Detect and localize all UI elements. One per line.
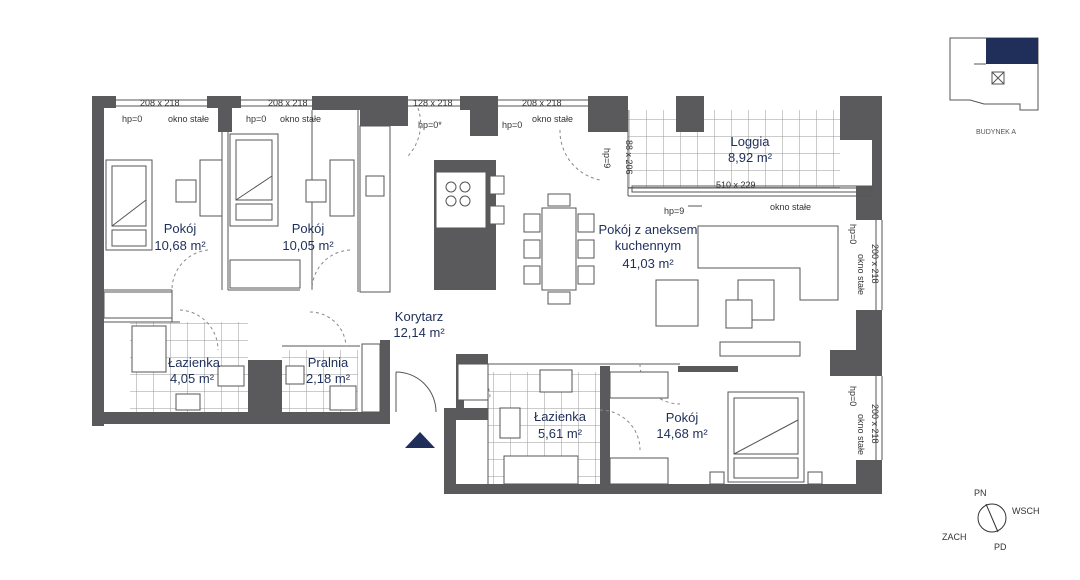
window2-note: okno stałe — [280, 114, 321, 124]
room-pokoj3-name: Pokój — [666, 410, 699, 425]
room-korytarz-name: Korytarz — [395, 309, 443, 324]
bathroom2-fixtures — [457, 363, 579, 485]
loggia-door-hp: hp=9 — [602, 148, 612, 168]
doors — [171, 107, 681, 451]
room-lazienka2-area: 5,61 m² — [538, 426, 583, 441]
window4-hp: hp=0 — [502, 120, 522, 130]
compass: PN WSCH PD ZACH — [942, 488, 1040, 552]
compass-south: PD — [994, 542, 1007, 552]
room-loggia-area: 8,92 m² — [728, 150, 773, 165]
loggia-window — [631, 185, 873, 193]
window5-size: 200 x 218 — [870, 244, 880, 284]
entrance-arrow-icon — [405, 432, 435, 448]
room-pokoj3-area: 14,68 m² — [656, 426, 708, 441]
compass-west: ZACH — [942, 532, 967, 542]
room-lazienka2-name: Łazienka — [534, 409, 587, 424]
room-pokoj1-area: 10,68 m² — [154, 238, 206, 253]
apartment-location-marker — [986, 38, 1038, 64]
building-legend: BUDYNEK A — [949, 37, 1039, 136]
room-korytarz-area: 12,14 m² — [393, 325, 445, 340]
loggia-floor — [628, 110, 840, 188]
building-label: BUDYNEK A — [976, 129, 1016, 136]
room-lazienka1-name: Łazienka — [168, 355, 221, 370]
loggia-door-size: 88 x 206 — [624, 140, 634, 175]
window6-hp: hp=0 — [848, 386, 858, 406]
window6-note: okno stałe — [856, 414, 866, 455]
window5-hp: hp=0 — [848, 224, 858, 244]
top-windows — [116, 99, 883, 460]
lounge — [655, 225, 839, 357]
room-pralnia-area: 2,18 m² — [306, 371, 351, 386]
window1-size: 208 x 218 — [140, 98, 180, 108]
dining-table — [523, 193, 595, 305]
window4-note: okno stałe — [532, 114, 573, 124]
room-salon-name-2: kuchennym — [615, 238, 681, 253]
room-pokoj2-area: 10,05 m² — [282, 238, 334, 253]
room-salon-area: 41,03 m² — [622, 256, 674, 271]
room-loggia-name: Loggia — [730, 134, 770, 149]
window2-hp: hp=0 — [246, 114, 266, 124]
room-salon-name-1: Pokój z aneksem — [599, 222, 698, 237]
bathroom1-fixtures — [131, 325, 245, 411]
loggia-window-hp: hp=9 — [664, 206, 684, 216]
window1-note: okno stałe — [168, 114, 209, 124]
laundry-fixtures — [285, 343, 381, 413]
window2-size: 208 x 218 — [268, 98, 308, 108]
compass-north: PN — [974, 488, 987, 498]
window6-size: 200 x 218 — [870, 404, 880, 444]
window1-hp: hp=0 — [122, 114, 142, 124]
window5-note: okno stałe — [856, 254, 866, 295]
window3-hp: hp=0* — [418, 120, 442, 130]
compass-east: WSCH — [1012, 506, 1040, 516]
room-pokoj2-name: Pokój — [292, 221, 325, 236]
room-lazienka1-area: 4,05 m² — [170, 371, 215, 386]
room-pralnia-name: Pralnia — [308, 355, 349, 370]
furniture-room1 — [103, 159, 223, 319]
loggia-window-size: 510 x 229 — [716, 180, 756, 190]
window4-size: 208 x 218 — [522, 98, 562, 108]
furniture-room2 — [229, 133, 355, 289]
window3-size: 128 x 218 — [413, 98, 453, 108]
kitchen — [359, 125, 505, 293]
bedroom3-furniture — [609, 371, 823, 485]
room-pokoj1-name: Pokój — [164, 221, 197, 236]
loggia-window-note: okno stałe — [770, 202, 811, 212]
